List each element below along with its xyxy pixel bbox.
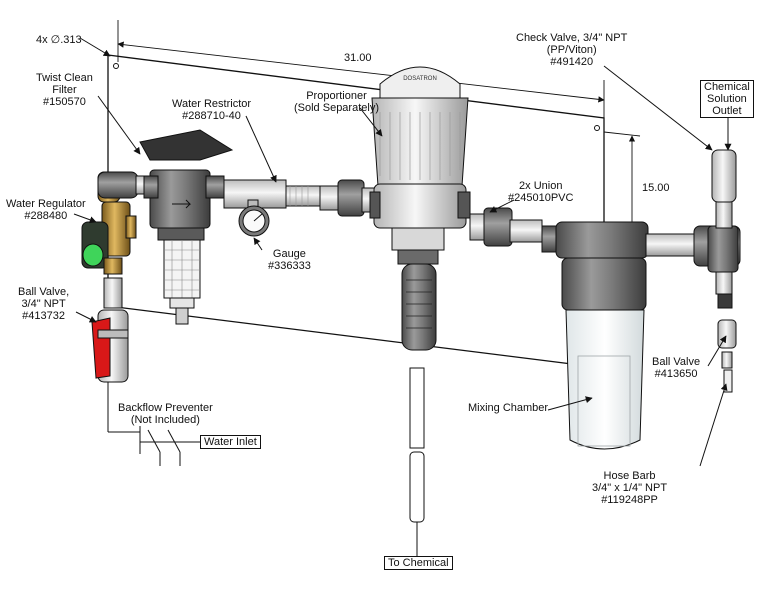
gauge-label: Gauge #336333: [268, 248, 311, 272]
mixing-chamber: [541, 221, 649, 450]
union-label: 2x Union #245010PVC: [508, 180, 574, 204]
ball-valve-right-label: Ball Valve #413650: [652, 356, 701, 380]
width-dimension: 31.00: [344, 52, 372, 64]
height-dimension: 15.00: [642, 182, 670, 194]
gauge: [238, 199, 270, 237]
water-restrictor: [223, 179, 325, 209]
twist-clean-filter: [139, 129, 234, 325]
twist-filter-label: Twist Clean Filter #150570: [36, 72, 93, 108]
ball-valve-left-label: Ball Valve, 3/4" NPT #413732: [18, 286, 70, 322]
chemical-outlet-label: Chemical Solution Outlet: [700, 80, 754, 118]
water-regulator-label: Water Regulator #288480: [6, 198, 86, 222]
suction-tube: [409, 367, 425, 558]
proportioner: [369, 66, 471, 351]
proportioner-label: Proportioner (Sold Separately): [294, 90, 379, 114]
inlet-elbow: [97, 171, 151, 199]
water-restrictor-label: Water Restrictor #288710-40: [172, 98, 252, 122]
hose-barb-label: Hose Barb 3/4" x 1/4" NPT #119248PP: [592, 470, 668, 506]
brand-mark: DOSATRON: [403, 76, 437, 82]
outlet-assembly: [645, 149, 741, 393]
water-inlet-label: Water Inlet: [200, 435, 261, 449]
ball-valve-left: [91, 277, 129, 383]
backflow-label: Backflow Preventer (Not Included): [118, 402, 213, 426]
to-chemical-label: To Chemical: [384, 556, 453, 570]
leader-lines: [73, 37, 732, 467]
inlet-lines: [107, 382, 200, 466]
check-valve-label: Check Valve, 3/4" NPT (PP/Viton) #491420: [516, 32, 628, 68]
holes-label: 4x ∅.313: [36, 34, 82, 46]
mixing-chamber-label: Mixing Chamber: [468, 402, 549, 414]
